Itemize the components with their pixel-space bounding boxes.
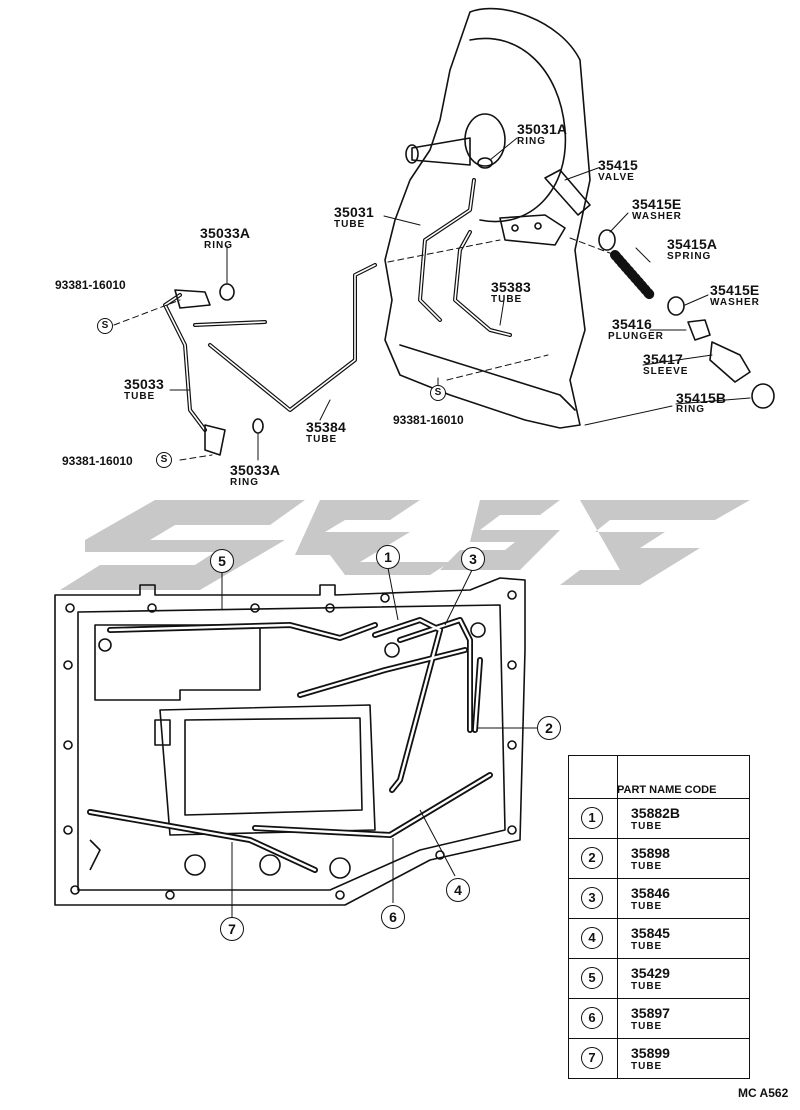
- callout-35415e-2-number: 35415E: [710, 282, 760, 298]
- table-divider: [617, 756, 618, 798]
- marker-3: 3: [461, 547, 485, 571]
- s-mark-bottom: S: [156, 452, 172, 468]
- marker-7: 7: [220, 917, 244, 941]
- bolt-number-bottom: 93381-16010: [62, 454, 133, 468]
- table-header: PART NAME CODE: [617, 784, 717, 796]
- callout-35415a-number: 35415A: [667, 236, 718, 252]
- part-name: TUBE: [631, 901, 663, 912]
- callout-35416-number: 35416: [612, 316, 652, 332]
- callout-35033a-top-name: RING: [204, 240, 233, 251]
- callout-35383-name: TUBE: [491, 294, 523, 305]
- callout-35033a-top-number: 35033A: [200, 225, 251, 241]
- transmission-case: [384, 7, 591, 429]
- callout-35031-number: 35031: [334, 204, 374, 220]
- callout-35031a-number: 35031A: [517, 121, 568, 137]
- row-marker: 6: [581, 1007, 603, 1029]
- part-code: 35845: [631, 925, 670, 941]
- s-mark-top: S: [97, 318, 113, 334]
- part-name: TUBE: [631, 861, 663, 872]
- part-code: 35898: [631, 845, 670, 861]
- callout-35033-name: TUBE: [124, 391, 156, 402]
- callout-35415-number: 35415: [598, 157, 638, 173]
- marker-4: 4: [446, 878, 470, 902]
- row-marker: 3: [581, 887, 603, 909]
- part-code: 35899: [631, 1045, 670, 1061]
- plunger-35416: [687, 319, 711, 341]
- callout-35416-name: PLUNGER: [608, 331, 664, 342]
- callout-35417-name: SLEEVE: [643, 366, 689, 377]
- table-row: 2 35898 TUBE: [569, 838, 749, 879]
- part-name: TUBE: [631, 941, 663, 952]
- row-marker: 1: [581, 807, 603, 829]
- table-row: 4 35845 TUBE: [569, 918, 749, 959]
- callout-35031a-name: RING: [517, 136, 546, 147]
- marker-1: 1: [376, 545, 400, 569]
- callout-35383-number: 35383: [491, 279, 531, 295]
- ring-35033a-top: [219, 283, 235, 301]
- ring-35415b: [751, 383, 775, 409]
- part-name: TUBE: [631, 981, 663, 992]
- callout-35417-number: 35417: [643, 351, 683, 367]
- s-mark-middle: S: [430, 385, 446, 401]
- reference-code: MC A562: [738, 1086, 789, 1100]
- ring-35031a: [477, 157, 493, 169]
- input-shaft: [405, 113, 506, 167]
- row-marker: 4: [581, 927, 603, 949]
- marker-2: 2: [537, 716, 561, 740]
- callout-35033-number: 35033: [124, 376, 164, 392]
- ring-35033a-bottom: [252, 418, 264, 434]
- callout-35415a-name: SPRING: [667, 251, 712, 262]
- row-marker: 2: [581, 847, 603, 869]
- part-name: TUBE: [631, 821, 663, 832]
- watermark-logo: [60, 500, 750, 590]
- part-code: 35846: [631, 885, 670, 901]
- marker-6: 6: [381, 905, 405, 929]
- callout-35033a-bottom-number: 35033A: [230, 462, 281, 478]
- row-marker: 5: [581, 967, 603, 989]
- callout-35031-name: TUBE: [334, 219, 366, 230]
- table-row: 5 35429 TUBE: [569, 958, 749, 999]
- sleeve-35417: [709, 341, 751, 383]
- parts-table: PART NAME CODE 1 35882B TUBE 2 35898 TUB…: [568, 755, 750, 1079]
- row-marker: 7: [581, 1047, 603, 1069]
- spring-35415a: [610, 250, 655, 300]
- part-name: TUBE: [631, 1021, 663, 1032]
- callout-35415e-2-name: WASHER: [710, 297, 760, 308]
- table-row: 7 35899 TUBE: [569, 1038, 749, 1079]
- callout-35415e-number: 35415E: [632, 196, 682, 212]
- valve-body-plate: [54, 577, 526, 906]
- callout-35415-name: VALVE: [598, 172, 635, 183]
- valve-body-bracket: [499, 214, 566, 246]
- callout-35415b-name: RING: [676, 404, 705, 415]
- valve-35415: [544, 169, 591, 216]
- table-row: 6 35897 TUBE: [569, 998, 749, 1039]
- callout-35384-number: 35384: [306, 419, 346, 435]
- table-row: 1 35882B TUBE: [569, 798, 749, 839]
- bolt-number-top: 93381-16010: [55, 278, 126, 292]
- callout-35415b-number: 35415B: [676, 390, 727, 406]
- part-code: 35897: [631, 1005, 670, 1021]
- part-name: TUBE: [631, 1061, 663, 1072]
- callout-35033a-bottom-name: RING: [230, 477, 259, 488]
- callout-35415e-name: WASHER: [632, 211, 682, 222]
- part-code: 35882B: [631, 805, 681, 821]
- table-row: 3 35846 TUBE: [569, 878, 749, 919]
- part-code: 35429: [631, 965, 670, 981]
- bolt-number-middle: 93381-16010: [393, 413, 464, 427]
- callout-35384-name: TUBE: [306, 434, 338, 445]
- marker-5: 5: [210, 549, 234, 573]
